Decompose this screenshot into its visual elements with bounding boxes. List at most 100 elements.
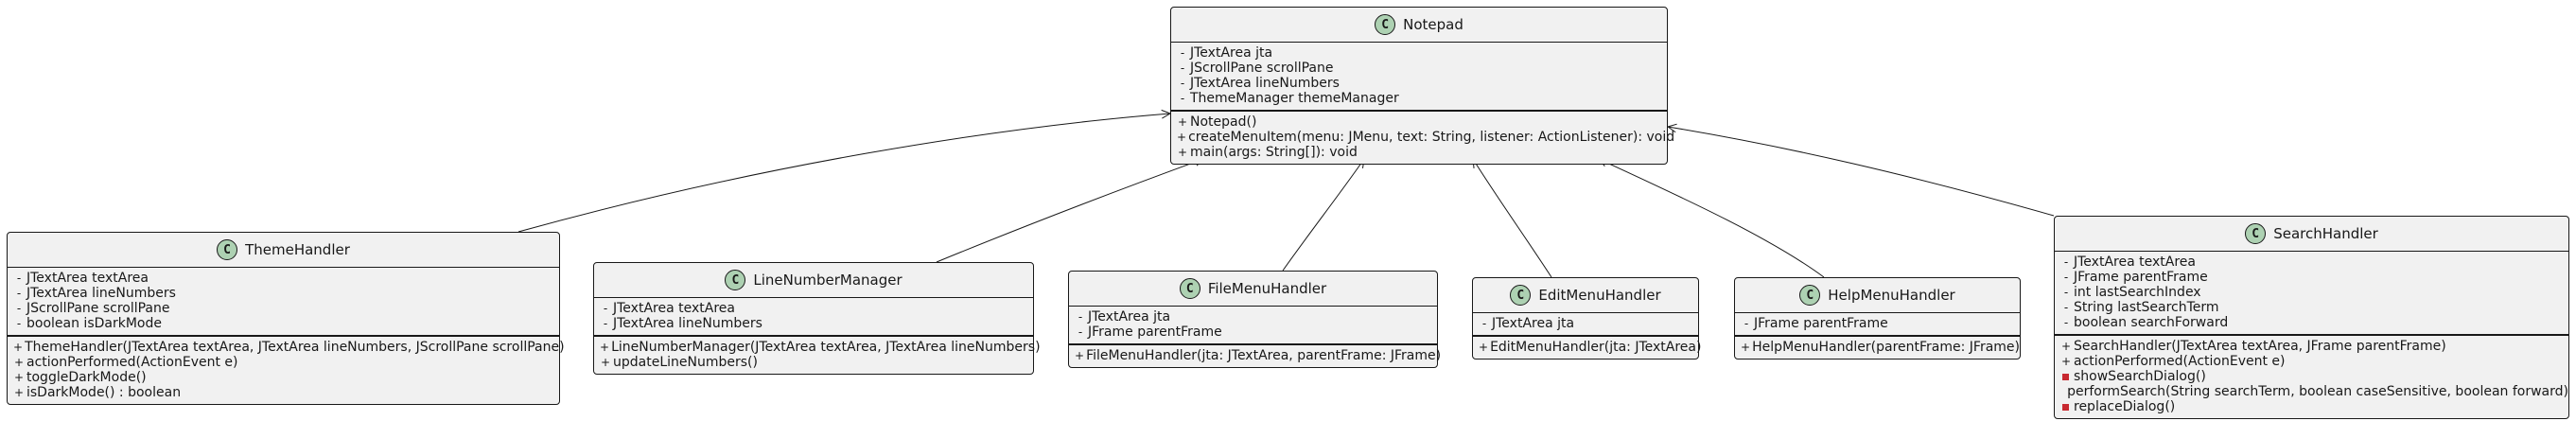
public-visibility-icon: +: [1177, 146, 1188, 159]
method-text: FileMenuHandler(jta: JTextArea, parentFr…: [1086, 348, 1442, 363]
arrowhead-icon: [1666, 123, 1677, 133]
class-fields: -JTextArea jta-JScrollPane scrollPane-JT…: [1171, 43, 1667, 110]
field-text: JTextArea lineNumbers: [1190, 76, 1340, 91]
field-row: -JFrame parentFrame: [2060, 270, 2568, 285]
private-visibility-icon: -: [1481, 317, 1487, 330]
field-text: JScrollPane scrollPane: [1190, 61, 1334, 76]
private-visibility-icon: -: [2063, 271, 2069, 284]
public-visibility-icon: +: [1177, 115, 1188, 129]
public-visibility-icon: +: [13, 341, 24, 354]
relation-linenumbermanager-to-notepad: [936, 158, 1204, 263]
public-visibility-icon: +: [600, 356, 611, 369]
public-visibility-icon: +: [1177, 131, 1187, 144]
class-stereotype-icon: C: [725, 270, 746, 290]
field-row: -JTextArea textArea: [600, 301, 1033, 316]
field-row: -boolean isDarkMode: [13, 316, 559, 331]
relation-filemenuhandler-to-notepad: [1282, 158, 1365, 272]
class-fields: -JFrame parentFrame: [1735, 313, 2020, 335]
method-text: main(args: String[]): void: [1190, 145, 1358, 160]
method-row: +Notepad(): [1177, 114, 1667, 130]
field-text: boolean isDarkMode: [26, 316, 162, 331]
method-row: +main(args: String[]): void: [1177, 145, 1667, 160]
field-row: -int lastSearchIndex: [2060, 285, 2568, 300]
field-text: int lastSearchIndex: [2074, 285, 2201, 300]
field-text: JFrame parentFrame: [1088, 325, 1222, 340]
public-visibility-icon: +: [1741, 341, 1751, 354]
public-visibility-icon: +: [600, 341, 610, 354]
method-text: performSearch(String searchTerm, boolean…: [2067, 384, 2568, 399]
method-text: actionPerformed(ActionEvent e): [26, 355, 238, 370]
field-row: -ThemeManager themeManager: [1177, 91, 1667, 106]
field-text: JTextArea lineNumbers: [613, 316, 762, 331]
field-row: -JScrollPane scrollPane: [1177, 61, 1667, 76]
class-fields: -JTextArea textArea-JFrame parentFrame-i…: [2055, 252, 2568, 334]
method-row: +HelpMenuHandler(parentFrame: JFrame): [1741, 340, 2020, 355]
public-visibility-icon: +: [1479, 341, 1489, 354]
private-visibility-icon: -: [16, 317, 22, 330]
field-row: -JFrame parentFrame: [1075, 325, 1437, 340]
method-row: +ThemeHandler(JTextArea textArea, JTextA…: [13, 340, 565, 355]
method-row: +createMenuItem(menu: JMenu, text: Strin…: [1177, 130, 1674, 145]
field-row: -String lastSearchTerm: [2060, 300, 2568, 315]
private-visibility-icon: -: [1078, 325, 1083, 339]
field-row: -JTextArea lineNumbers: [1177, 76, 1667, 91]
private-visibility-icon: -: [2063, 286, 2069, 299]
method-row: showSearchDialog(): [2060, 369, 2568, 384]
field-row: -JTextArea lineNumbers: [600, 316, 1033, 331]
private-method-icon: [2062, 403, 2069, 411]
field-text: JTextArea textArea: [613, 301, 735, 316]
private-visibility-icon: -: [2063, 316, 2069, 329]
class-name: FileMenuHandler: [1207, 280, 1327, 297]
relation-helpmenuhandler-to-notepad: [1598, 158, 1825, 278]
private-visibility-icon: -: [2063, 301, 2069, 314]
private-visibility-icon: -: [603, 302, 608, 315]
class-fields: -JTextArea textArea-JTextArea lineNumber…: [8, 268, 559, 335]
private-visibility-icon: -: [16, 287, 22, 300]
relation-themehandler-to-notepad: [517, 113, 1171, 233]
class-name: LineNumberManager: [753, 272, 902, 289]
field-text: boolean searchForward: [2074, 315, 2229, 330]
field-text: JFrame parentFrame: [2074, 270, 2208, 285]
method-row: +isDarkMode() : boolean: [13, 385, 559, 400]
class-stereotype-icon: C: [2245, 223, 2267, 244]
field-row: -JFrame parentFrame: [1741, 316, 2020, 331]
field-text: JTextArea textArea: [26, 271, 149, 286]
field-row: -JTextArea lineNumbers: [13, 286, 559, 301]
private-visibility-icon: -: [2063, 255, 2069, 269]
method-text: LineNumberManager(JTextArea textArea, JT…: [611, 340, 1041, 355]
method-text: SearchHandler(JTextArea textArea, JFrame…: [2074, 339, 2446, 354]
method-row: +actionPerformed(ActionEvent e): [2060, 354, 2568, 369]
relation-editmenuhandler-to-notepad: [1472, 158, 1552, 278]
class-methods: +EditMenuHandler(jta: JTextArea): [1473, 335, 1701, 359]
method-row: +toggleDarkMode(): [13, 370, 559, 385]
method-text: ThemeHandler(JTextArea textArea, JTextAr…: [25, 340, 565, 355]
private-visibility-icon: -: [16, 272, 22, 285]
class-stereotype-icon: C: [1375, 14, 1396, 35]
class-methods: +SearchHandler(JTextArea textArea, JFram…: [2055, 334, 2568, 418]
field-text: String lastSearchTerm: [2074, 300, 2219, 315]
class-methods: +FileMenuHandler(jta: JTextArea, parentF…: [1069, 343, 1441, 367]
method-row: +LineNumberManager(JTextArea textArea, J…: [600, 340, 1041, 355]
class-fields: -JTextArea textArea-JTextArea lineNumber…: [594, 298, 1033, 335]
class-linenumbermanager: C LineNumberManager -JTextArea textArea-JT…: [593, 262, 1041, 375]
public-visibility-icon: +: [2060, 340, 2072, 353]
field-text: JTextArea jta: [1492, 316, 1575, 331]
method-row: +EditMenuHandler(jta: JTextArea): [1479, 340, 1701, 355]
method-row: performSearch(String searchTerm, boolean…: [2060, 384, 2568, 399]
field-row: -JTextArea textArea: [2060, 254, 2568, 270]
method-text: toggleDarkMode(): [26, 370, 147, 385]
field-text: JTextArea textArea: [2074, 254, 2196, 270]
method-row: +updateLineNumbers(): [600, 355, 1033, 370]
method-text: HelpMenuHandler(parentFrame: JFrame): [1752, 340, 2020, 355]
method-text: Notepad(): [1190, 114, 1257, 130]
class-fields: -JTextArea jta-JFrame parentFrame: [1069, 307, 1437, 343]
